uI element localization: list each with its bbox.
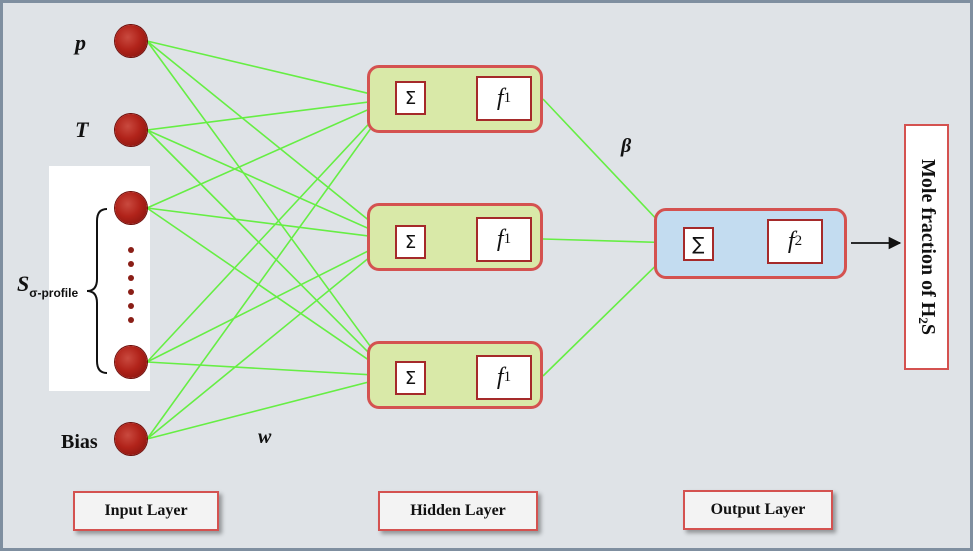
input-to-hidden-connection — [146, 94, 394, 131]
result-box: Mole fraction of H2S — [904, 124, 949, 370]
ellipsis-dot — [128, 275, 134, 281]
input-node-t — [115, 114, 147, 146]
input-to-hidden-connection — [146, 238, 393, 440]
input-to-hidden-connection — [146, 98, 393, 363]
weight-label-beta: β — [621, 135, 632, 157]
input-layer-label: Input Layer — [73, 491, 219, 531]
result-label: Mole fraction of H2S — [915, 159, 939, 335]
input-to-hidden-connection — [146, 373, 394, 440]
input-to-hidden-connection — [146, 97, 394, 209]
input-to-hidden-connection — [146, 361, 394, 382]
input-node-bias — [115, 423, 147, 455]
input-node-sigma-last — [115, 346, 147, 378]
input-to-hidden-connection — [146, 129, 394, 241]
input-to-hidden-connection — [146, 40, 393, 240]
sum-box: ∑ — [683, 227, 714, 261]
input-node-sigma-first — [115, 192, 147, 224]
input-to-hidden-connection — [146, 98, 393, 440]
sum-box: Σ — [395, 81, 426, 115]
input-to-hidden-connection — [146, 207, 393, 377]
sum-box: Σ — [395, 225, 426, 259]
input-label-sigma-profile: Sσ-profile — [17, 271, 79, 300]
sum-box: Σ — [395, 361, 426, 395]
weight-label-w: w — [258, 426, 272, 448]
input-to-hidden-connection — [146, 40, 394, 103]
input-label-t: T — [75, 117, 89, 142]
input-to-hidden-connection — [146, 207, 394, 244]
input-node-p — [115, 25, 147, 57]
input-to-hidden-connection — [146, 238, 394, 363]
input-to-hidden-connection — [146, 129, 393, 377]
ellipsis-dot — [128, 317, 134, 323]
input-label-p: p — [75, 30, 86, 55]
ellipsis-dot — [128, 261, 134, 267]
ellipsis-dot — [128, 303, 134, 309]
input-label-bias: Bias — [61, 431, 98, 453]
ellipsis-dot — [128, 247, 134, 253]
output-layer-label: Output Layer — [683, 490, 833, 530]
sigma-brace — [86, 208, 108, 374]
input-to-hidden-connection — [146, 40, 393, 377]
hidden-layer-label: Hidden Layer — [378, 491, 538, 531]
ellipsis-dot — [128, 289, 134, 295]
